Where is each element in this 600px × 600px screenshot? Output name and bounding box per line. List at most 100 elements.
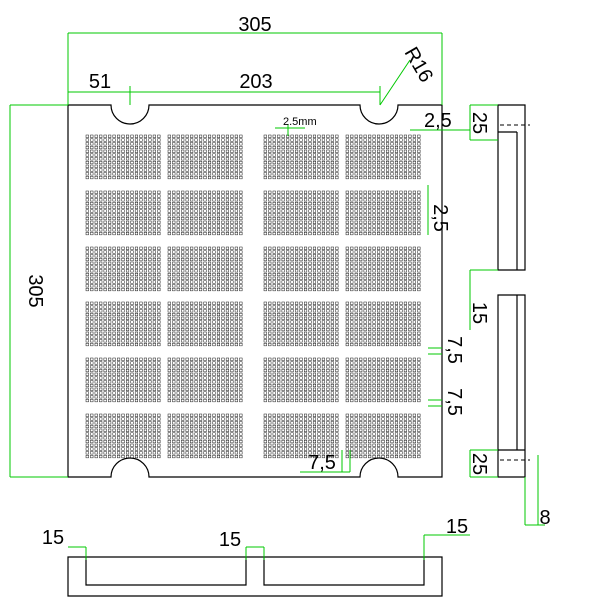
hole [126,361,130,365]
hole [277,146,281,150]
hole [157,369,161,373]
hole [194,224,198,228]
hole [335,232,339,236]
hole [172,432,176,436]
hole [152,320,156,324]
hole [143,161,147,165]
hole [403,258,407,262]
hole [199,209,203,213]
hole [143,428,147,432]
hole [408,209,412,213]
hole [176,361,180,365]
hole [403,417,407,421]
hole [130,369,134,373]
hole [390,172,394,176]
hole [212,425,216,429]
hole [234,258,238,262]
hole [185,324,189,328]
hole [172,428,176,432]
hole [221,399,225,403]
hole [377,320,381,324]
hole [304,313,308,317]
hole [126,436,130,440]
hole [272,413,276,417]
hole [134,425,139,429]
hole [167,455,171,459]
hole [345,284,349,288]
hole [190,421,194,425]
hole [194,198,198,202]
hole [335,220,339,224]
hole [408,164,412,168]
hole [359,217,363,221]
hole [403,202,407,206]
hole [277,391,281,395]
hole [412,447,416,451]
hole [390,149,394,153]
hole [108,413,112,417]
hole [363,153,367,157]
hole [112,413,116,417]
hole [108,202,112,206]
hole [335,254,339,258]
hole [381,365,385,369]
hole [317,273,321,277]
hole [103,213,107,217]
hole [281,176,285,180]
hole [295,280,299,284]
hole [394,316,399,320]
hole [212,361,216,365]
hole [394,149,399,153]
hole [330,455,334,459]
hole [121,365,125,369]
hole [203,380,207,384]
hole [335,372,339,376]
hole [99,421,103,425]
hole [203,288,207,292]
hole [350,232,354,236]
hole [172,146,176,150]
hole [212,202,216,206]
hole [117,146,121,150]
hole [295,142,299,146]
hole [199,380,203,384]
hole [377,421,381,425]
hole [354,339,358,343]
hole [354,421,358,425]
hole [117,309,121,313]
hole [85,142,89,146]
hole [212,339,216,343]
hole [412,250,416,254]
hole [390,276,394,280]
hole [295,246,299,250]
hole [304,153,308,157]
hole [295,301,299,305]
hole [359,172,363,176]
dim-grid-gap: 2,5 [429,204,451,232]
hole [321,301,325,305]
hole [268,250,272,254]
hole [272,387,276,391]
hole [134,164,139,168]
hole [281,413,285,417]
hole [221,157,225,161]
hole [203,161,207,165]
hole [272,213,276,217]
hole [399,261,403,265]
hole [108,328,112,332]
hole [103,164,107,168]
hole [172,425,176,429]
hole [286,421,290,425]
hole [85,343,89,347]
hole [130,316,134,320]
hole [268,190,272,194]
hole [326,146,330,150]
hole [103,265,107,269]
hole [234,134,238,138]
hole [354,134,358,138]
hole [290,421,294,425]
hole [148,134,152,138]
hole [208,451,212,455]
hole [381,391,385,395]
hole [354,157,358,161]
